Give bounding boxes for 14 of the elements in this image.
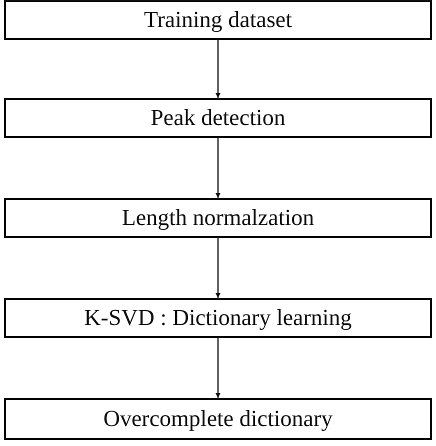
process-box bbox=[4, 198, 432, 238]
process-box bbox=[4, 98, 432, 138]
arrow bbox=[216, 138, 220, 198]
arrow bbox=[216, 238, 220, 298]
box-label: Length normalzation bbox=[122, 205, 314, 231]
process-box bbox=[4, 298, 432, 338]
process-box bbox=[4, 398, 432, 440]
box-label: K-SVD : Dictionary learning bbox=[84, 305, 352, 331]
arrow bbox=[216, 40, 220, 98]
box-label: Training dataset bbox=[144, 7, 292, 33]
box-label: Overcomplete dictionary bbox=[103, 406, 333, 432]
box-label: Peak detection bbox=[150, 105, 286, 131]
arrow bbox=[216, 338, 220, 398]
process-box bbox=[4, 0, 432, 40]
